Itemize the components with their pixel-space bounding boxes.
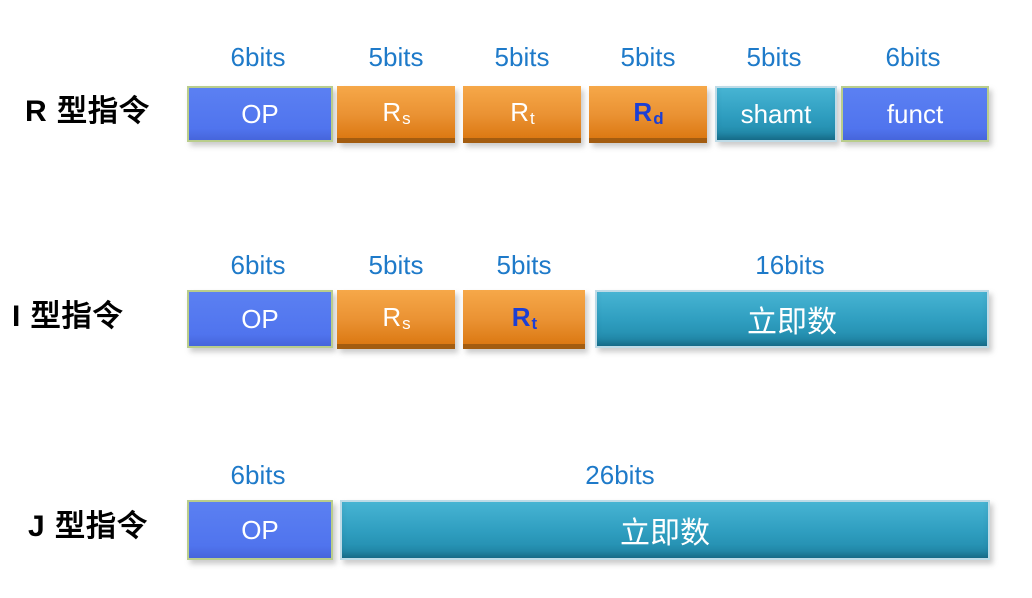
field-text: 立即数 bbox=[620, 517, 710, 550]
j-type-immediate-box: 立即数 bbox=[340, 500, 990, 560]
field-text: OP bbox=[241, 514, 279, 545]
r-type-op-box: OP bbox=[187, 86, 333, 142]
bits-label: 6bits bbox=[230, 460, 286, 490]
j-type-row-label: J 型指令 bbox=[28, 510, 149, 543]
bits-label: 6bits bbox=[230, 250, 286, 280]
i-type-row-label: I 型指令 bbox=[12, 300, 124, 333]
r-type-row-label: R 型指令 bbox=[25, 95, 150, 128]
bits-label: 5bits bbox=[494, 42, 550, 72]
r-type-shamt-box: shamt bbox=[715, 86, 837, 142]
bits-label: 6bits bbox=[230, 42, 286, 72]
field-text: R bbox=[511, 301, 531, 332]
j-type-op-box: OP bbox=[187, 500, 333, 560]
bits-label: 16bits bbox=[755, 250, 825, 280]
field-text: R bbox=[382, 301, 402, 332]
field-text: 立即数 bbox=[747, 306, 837, 339]
field-text: OP bbox=[241, 98, 279, 129]
field-subscript: s bbox=[402, 313, 411, 333]
field-text: R bbox=[510, 96, 530, 127]
bits-label: 26bits bbox=[585, 460, 655, 490]
field-text: funct bbox=[886, 98, 944, 129]
i-type-op-box: OP bbox=[187, 290, 333, 348]
bits-label: 5bits bbox=[746, 42, 802, 72]
bits-label: 5bits bbox=[368, 250, 424, 280]
bits-label: 5bits bbox=[620, 42, 676, 72]
field-text: shamt bbox=[740, 98, 812, 129]
bits-label: 5bits bbox=[368, 42, 424, 72]
field-subscript: t bbox=[530, 108, 535, 128]
r-type-funct-box: funct bbox=[841, 86, 989, 142]
field-subscript: t bbox=[531, 313, 538, 333]
field-subscript: s bbox=[402, 108, 411, 128]
i-type-immediate-box: 立即数 bbox=[595, 290, 989, 348]
field-text: R bbox=[382, 96, 402, 127]
bits-label: 5bits bbox=[496, 250, 552, 280]
field-text: R bbox=[633, 96, 653, 127]
bits-label: 6bits bbox=[885, 42, 941, 72]
field-text: OP bbox=[241, 303, 279, 334]
field-subscript: d bbox=[653, 108, 664, 128]
